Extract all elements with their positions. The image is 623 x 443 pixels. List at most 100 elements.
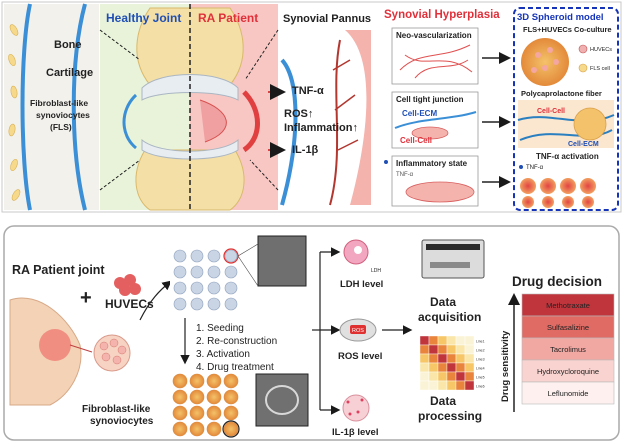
step-seeding: 1. Seeding (196, 323, 244, 334)
huvecs-cluster (114, 274, 141, 296)
fls-label-line2: synoviocytes (36, 110, 90, 120)
aggregate-pointer (69, 344, 93, 353)
ecm-fiber (394, 111, 477, 129)
tnf-label: TNF-α (292, 85, 324, 97)
assay-bracket (312, 247, 341, 415)
heatmap-cell (464, 344, 475, 355)
spheroid-cells (531, 47, 559, 73)
drug-name: Tacrolimus (550, 345, 586, 354)
spheroid-outline (265, 385, 299, 415)
synovial-hyperplasia-title: Synovial Hyperplasia (384, 9, 500, 21)
heatmap-cell (455, 362, 466, 373)
synovium-line (20, 3, 32, 211)
heatmap-cell (428, 335, 439, 346)
heatmap-cell (428, 344, 439, 355)
neo-vessels (399, 44, 473, 79)
heatmap-cell (419, 371, 430, 382)
well-plate-bottom-wells (172, 373, 239, 437)
activated-spheroids (520, 178, 596, 208)
ros-assay: ROS ROS level (338, 318, 382, 362)
plate-reader-tray (430, 262, 470, 268)
ros-badge (350, 325, 366, 334)
drug-decision-title: Drug decision (512, 274, 602, 289)
il1b-assay: IL-1β level (332, 394, 378, 438)
heatmap-cell (446, 353, 457, 364)
spheroid-model-title: 3D Spheroid model (517, 12, 604, 23)
heatmap-cell (419, 380, 430, 391)
pannus-membrane (280, 58, 298, 206)
fls-bottom-line2: synoviocytes (90, 416, 154, 427)
tnf-dot-icon (384, 160, 388, 164)
heatmap-row-label: Line4 (476, 367, 485, 371)
ldh-assay: LDH LDH level (340, 239, 383, 290)
cell-cell-2-label: Cell-Cell (537, 108, 565, 115)
tnf-activation-label: TNF-α activation (536, 152, 599, 161)
il1b-label: IL-1β (292, 144, 319, 156)
spheroid-model-panel: 3D Spheroid model FLS+HUVECs Co-culture … (513, 7, 619, 211)
tnf-legend-label: TNF-α (526, 165, 544, 171)
data-acquisition-line2: acquisition (418, 310, 481, 324)
microscopy-top (257, 235, 307, 287)
step-reconstruction: 2. Re-construction (196, 336, 277, 347)
vessel-branches (332, 59, 359, 151)
il1b-cell-icon (342, 394, 370, 422)
ldh-small-label: LDH (371, 268, 381, 274)
heatmap-cell (428, 371, 439, 382)
heatmap-cell (455, 353, 466, 364)
inflamed-tissue (405, 181, 475, 203)
data-acquisition-line1: Data (430, 295, 456, 309)
well-plate-top-wells (173, 249, 238, 311)
cartilage-label: Cartilage (46, 67, 93, 79)
heatmap-cell (437, 371, 448, 382)
selected-well-bottom (222, 420, 240, 438)
heatmap-cell (446, 335, 457, 346)
coculture-spheroid (521, 38, 569, 86)
heatmap-cell (437, 344, 448, 355)
lower-cartilage (141, 138, 239, 160)
huvecs-label: HUVECs (105, 297, 154, 311)
fls-cells (8, 24, 21, 201)
fls-label-line3: (FLS) (50, 122, 72, 132)
drug-name: Methotraxate (546, 301, 590, 310)
ra-capsule (242, 90, 260, 153)
heatmap-row-label: Line3 (476, 358, 485, 362)
heatmap-row-label: Line5 (476, 376, 485, 380)
huvecs-arrow (139, 280, 172, 321)
data-processing-line2: processing (418, 409, 482, 423)
fls-legend-icon (578, 63, 588, 73)
fls-legend-label: FLS cell (590, 66, 610, 72)
junction-cell (411, 126, 449, 140)
healthy-capsule (122, 93, 138, 150)
joint-panel: Healthy Joint RA Patient (100, 4, 278, 211)
cell-ecm-label: Cell-ECM (402, 109, 437, 118)
heatmap-cell (428, 353, 439, 364)
heatmap-cell (419, 362, 430, 373)
heatmap-row-label: Line1 (476, 340, 485, 344)
step-activation: 3. Activation (196, 349, 250, 360)
heatmap-cell (437, 362, 448, 373)
coculture-label: FLS+HUVECs Co-culture (523, 25, 612, 34)
heatmap-cell (464, 362, 475, 373)
heatmap-cell (446, 362, 457, 373)
protocol-steps: 1. Seeding 2. Re-construction 3. Activat… (196, 323, 277, 373)
fls-label-line1: Fibroblast-like (30, 98, 88, 108)
drug-name: Sulfasalizine (547, 323, 589, 332)
heatmap-cell (437, 353, 448, 364)
heatmap-cell (446, 380, 457, 391)
cartilage-line (71, 3, 87, 211)
step-drug-treatment: 4. Drug treatment (196, 362, 274, 373)
pcl-spheroid (573, 107, 607, 141)
heatmap-cell (455, 380, 466, 391)
pannus-panel: Synovial Pannus TNF-α ROS↑ Inflammation↑… (268, 4, 371, 210)
inflamed-joint (39, 329, 71, 361)
ros-level-label: ROS level (338, 351, 382, 362)
zoom-connectors (99, 29, 279, 191)
ra-patient-joint-title: RA Patient joint (12, 263, 105, 277)
inflammation-label: Inflammation↑ (284, 122, 358, 134)
drug-ranking: MethotraxateSulfasalizineTacrolimusHydro… (521, 293, 615, 405)
heatmap-cell (437, 335, 448, 346)
zoom-lines-top (237, 243, 259, 287)
heatmap-cell (464, 371, 475, 382)
